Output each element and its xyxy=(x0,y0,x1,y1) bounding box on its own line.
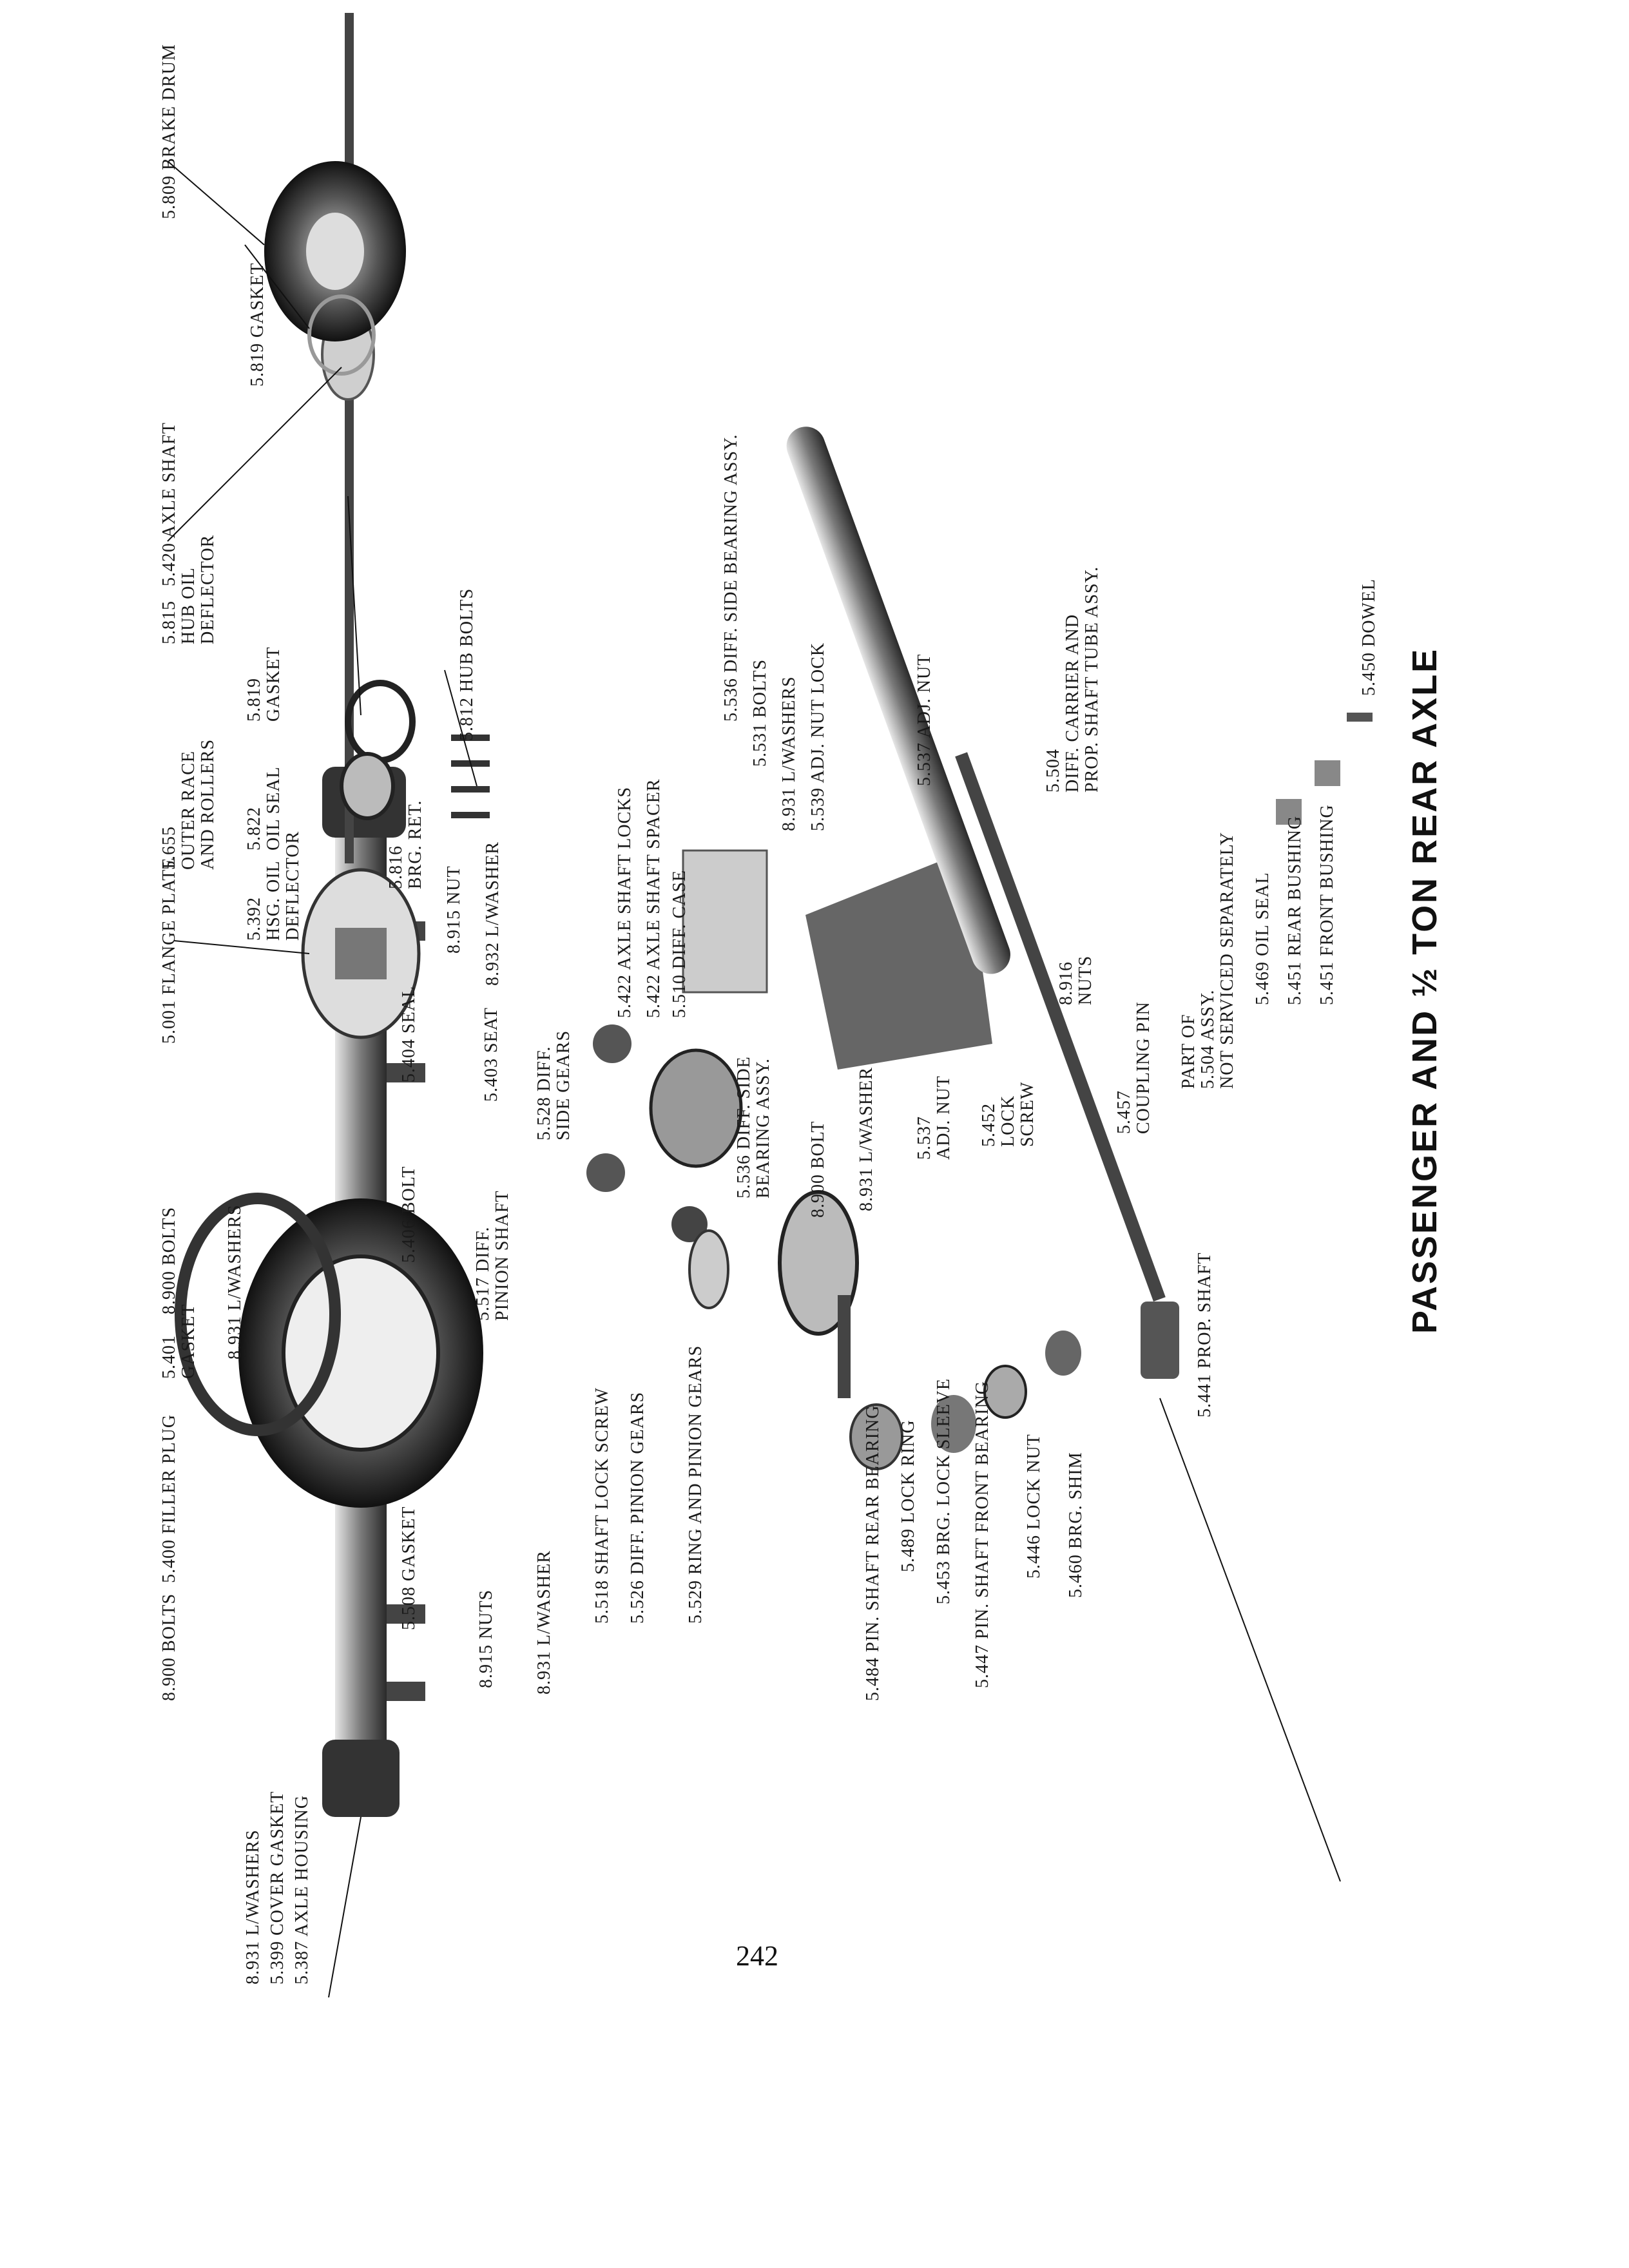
label-lwashers-8931d: 8.931 L/WASHERS xyxy=(779,676,799,831)
axle-housing xyxy=(238,767,483,1817)
label-gasket-5401: 5.401 GASKET xyxy=(159,1303,198,1379)
label-seat-5403: 5.403 SEAT xyxy=(481,1007,501,1102)
prop-shaft-assy xyxy=(849,752,1179,1470)
label-coupling-pin: 5.457 COUPLING PIN xyxy=(1114,1001,1153,1134)
page-number: 242 xyxy=(736,1940,778,1972)
leader-lines xyxy=(167,160,1341,1998)
label-diff-side-bearing: 5.536 DIFF. SIDE BEARING ASSY. xyxy=(721,434,741,722)
label-brg-ret: 5.816 BRG. RET. xyxy=(386,800,425,889)
label-nuts-8915: 8.915 NUTS xyxy=(476,1589,496,1688)
label-prop-shaft: 5.441 PROP. SHAFT xyxy=(1195,1252,1215,1418)
label-hub-oil-deflector: 5.815 HUB OIL DEFLECTOR xyxy=(159,534,218,644)
label-cover-gasket: 5.399 COVER GASKET xyxy=(267,1791,287,1984)
label-axle-shaft-spacer: 5.422 AXLE SHAFT SPACER xyxy=(644,778,664,1018)
label-pin-shaft-front-bearing: 5.447 PIN. SHAFT FRONT BEARING xyxy=(972,1380,992,1688)
label-nuts-8916: 8.916 NUTS xyxy=(1056,955,1095,1005)
label-lock-nut: 5.446 LOCK NUT xyxy=(1024,1434,1044,1579)
label-lwashers-8931: 8.931 L/WASHERS xyxy=(225,1204,245,1360)
gasket-5819 xyxy=(307,294,376,376)
label-hub-bolts: 5.812 HUB BOLTS xyxy=(457,588,477,741)
bushings xyxy=(1276,713,1373,825)
label-brake-drum: 5.809 BRAKE DRUM xyxy=(159,44,179,219)
label-bolt-5406: 5.406 BOLT xyxy=(399,1166,419,1263)
label-axle-housing: 5.387 AXLE HOUSING xyxy=(292,1794,312,1984)
label-dowel: 5.450 DOWEL xyxy=(1359,578,1379,696)
hub-bolts xyxy=(451,735,490,818)
label-diff-pinion-shaft: 5.517 DIFF. PINION SHAFT xyxy=(473,1190,512,1321)
label-lwashers-8931b: 8.931 L/WASHERS xyxy=(243,1829,263,1984)
label-diff-side-gears: 5.528 DIFF. SIDE GEARS xyxy=(534,1030,574,1140)
label-adj-nut-5537: 5.537 ADJ. NUT xyxy=(914,653,934,786)
label-hsg-oil-deflector: 5.392 HSG. OIL DEFLECTOR xyxy=(244,831,303,941)
label-pin-shaft-rear-bearing: 5.484 PIN. SHAFT REAR BEARING xyxy=(863,1405,883,1701)
label-part-of-5504: PART OF 5.504 ASSY. NOT SERVICED SEPARAT… xyxy=(1179,831,1237,1089)
label-lock-screw-5452: 5.452 LOCK SCREW xyxy=(979,1081,1037,1147)
label-diff-side-bearing-b: 5.536 DIFF. SIDE BEARING ASSY. xyxy=(734,1056,773,1198)
label-axle-shaft-locks: 5.422 AXLE SHAFT LOCKS xyxy=(615,786,635,1018)
label-seal-5404: 5.404 SEAL xyxy=(399,986,419,1082)
label-lock-ring: 5.489 LOCK RING xyxy=(898,1419,918,1572)
page-title: PASSENGER AND ½ TON REAR AXLE xyxy=(1405,647,1444,1334)
label-bolts-5531: 5.531 BOLTS xyxy=(750,658,770,767)
label-nut-8915: 8.915 NUT xyxy=(444,865,464,954)
label-bolts-8900: 8.900 BOLTS xyxy=(159,1206,179,1314)
label-adj-nut-lock: 5.539 ADJ. NUT LOCK xyxy=(808,642,828,831)
label-gasket-5819b: 5.819 GASKET xyxy=(244,646,284,722)
label-rear-bushing: 5.451 REAR BUSHING xyxy=(1285,815,1305,1005)
label-lwasher-8931c: 8.931 L/WASHER xyxy=(534,1550,554,1695)
label-shaft-lock-screw: 5.518 SHAFT LOCK SCREW xyxy=(592,1387,612,1624)
label-brg-lock-sleeve: 5.453 BRG. LOCK SLEEVE xyxy=(934,1378,954,1604)
label-lwasher-8931e: 8.931 L/WASHER xyxy=(856,1067,876,1211)
differential-case xyxy=(586,1024,743,1309)
label-brg-shim: 5.460 BRG. SHIM xyxy=(1066,1452,1086,1598)
bolt-plate xyxy=(682,849,768,994)
label-oil-seal-5469: 5.469 OIL SEAL xyxy=(1253,872,1273,1005)
oil-seal xyxy=(340,752,395,820)
label-gasket-5508: 5.508 GASKET xyxy=(399,1506,419,1630)
diff-carrier-tube xyxy=(786,427,1010,1070)
label-outer-race: 5.655 OUTER RACE AND ROLLERS xyxy=(159,738,218,870)
label-gasket-5819: 5.819 GASKET xyxy=(247,262,267,387)
label-bolt-8900: 8.900 BOLT xyxy=(808,1120,828,1218)
ring-and-pinion-gears xyxy=(778,1190,859,1398)
label-flange-plate: 5.001 FLANGE PLATE xyxy=(159,857,179,1044)
label-diff-carrier-assy: 5.504 DIFF. CARRIER AND PROP. SHAFT TUBE… xyxy=(1043,566,1102,793)
cover-gasket xyxy=(175,1193,341,1436)
label-filler-plug: 8.900 BOLTS 5.400 FILLER PLUG xyxy=(159,1414,179,1701)
label-adj-nut-5537b: 5.537 ADJ. NUT xyxy=(914,1075,954,1160)
label-lwasher-8932: 8.932 L/WASHER xyxy=(483,841,503,986)
hub-oil-deflector xyxy=(345,680,416,764)
label-ring-pinion-gears: 5.529 RING AND PINION GEARS xyxy=(686,1345,706,1624)
brake-drum xyxy=(264,161,406,341)
label-diff-case: 5.510 DIFF. CASE xyxy=(670,869,689,1018)
label-diff-pinion-gears: 5.526 DIFF. PINION GEARS xyxy=(628,1391,648,1624)
label-front-bushing: 5.451 FRONT BUSHING xyxy=(1317,804,1337,1005)
